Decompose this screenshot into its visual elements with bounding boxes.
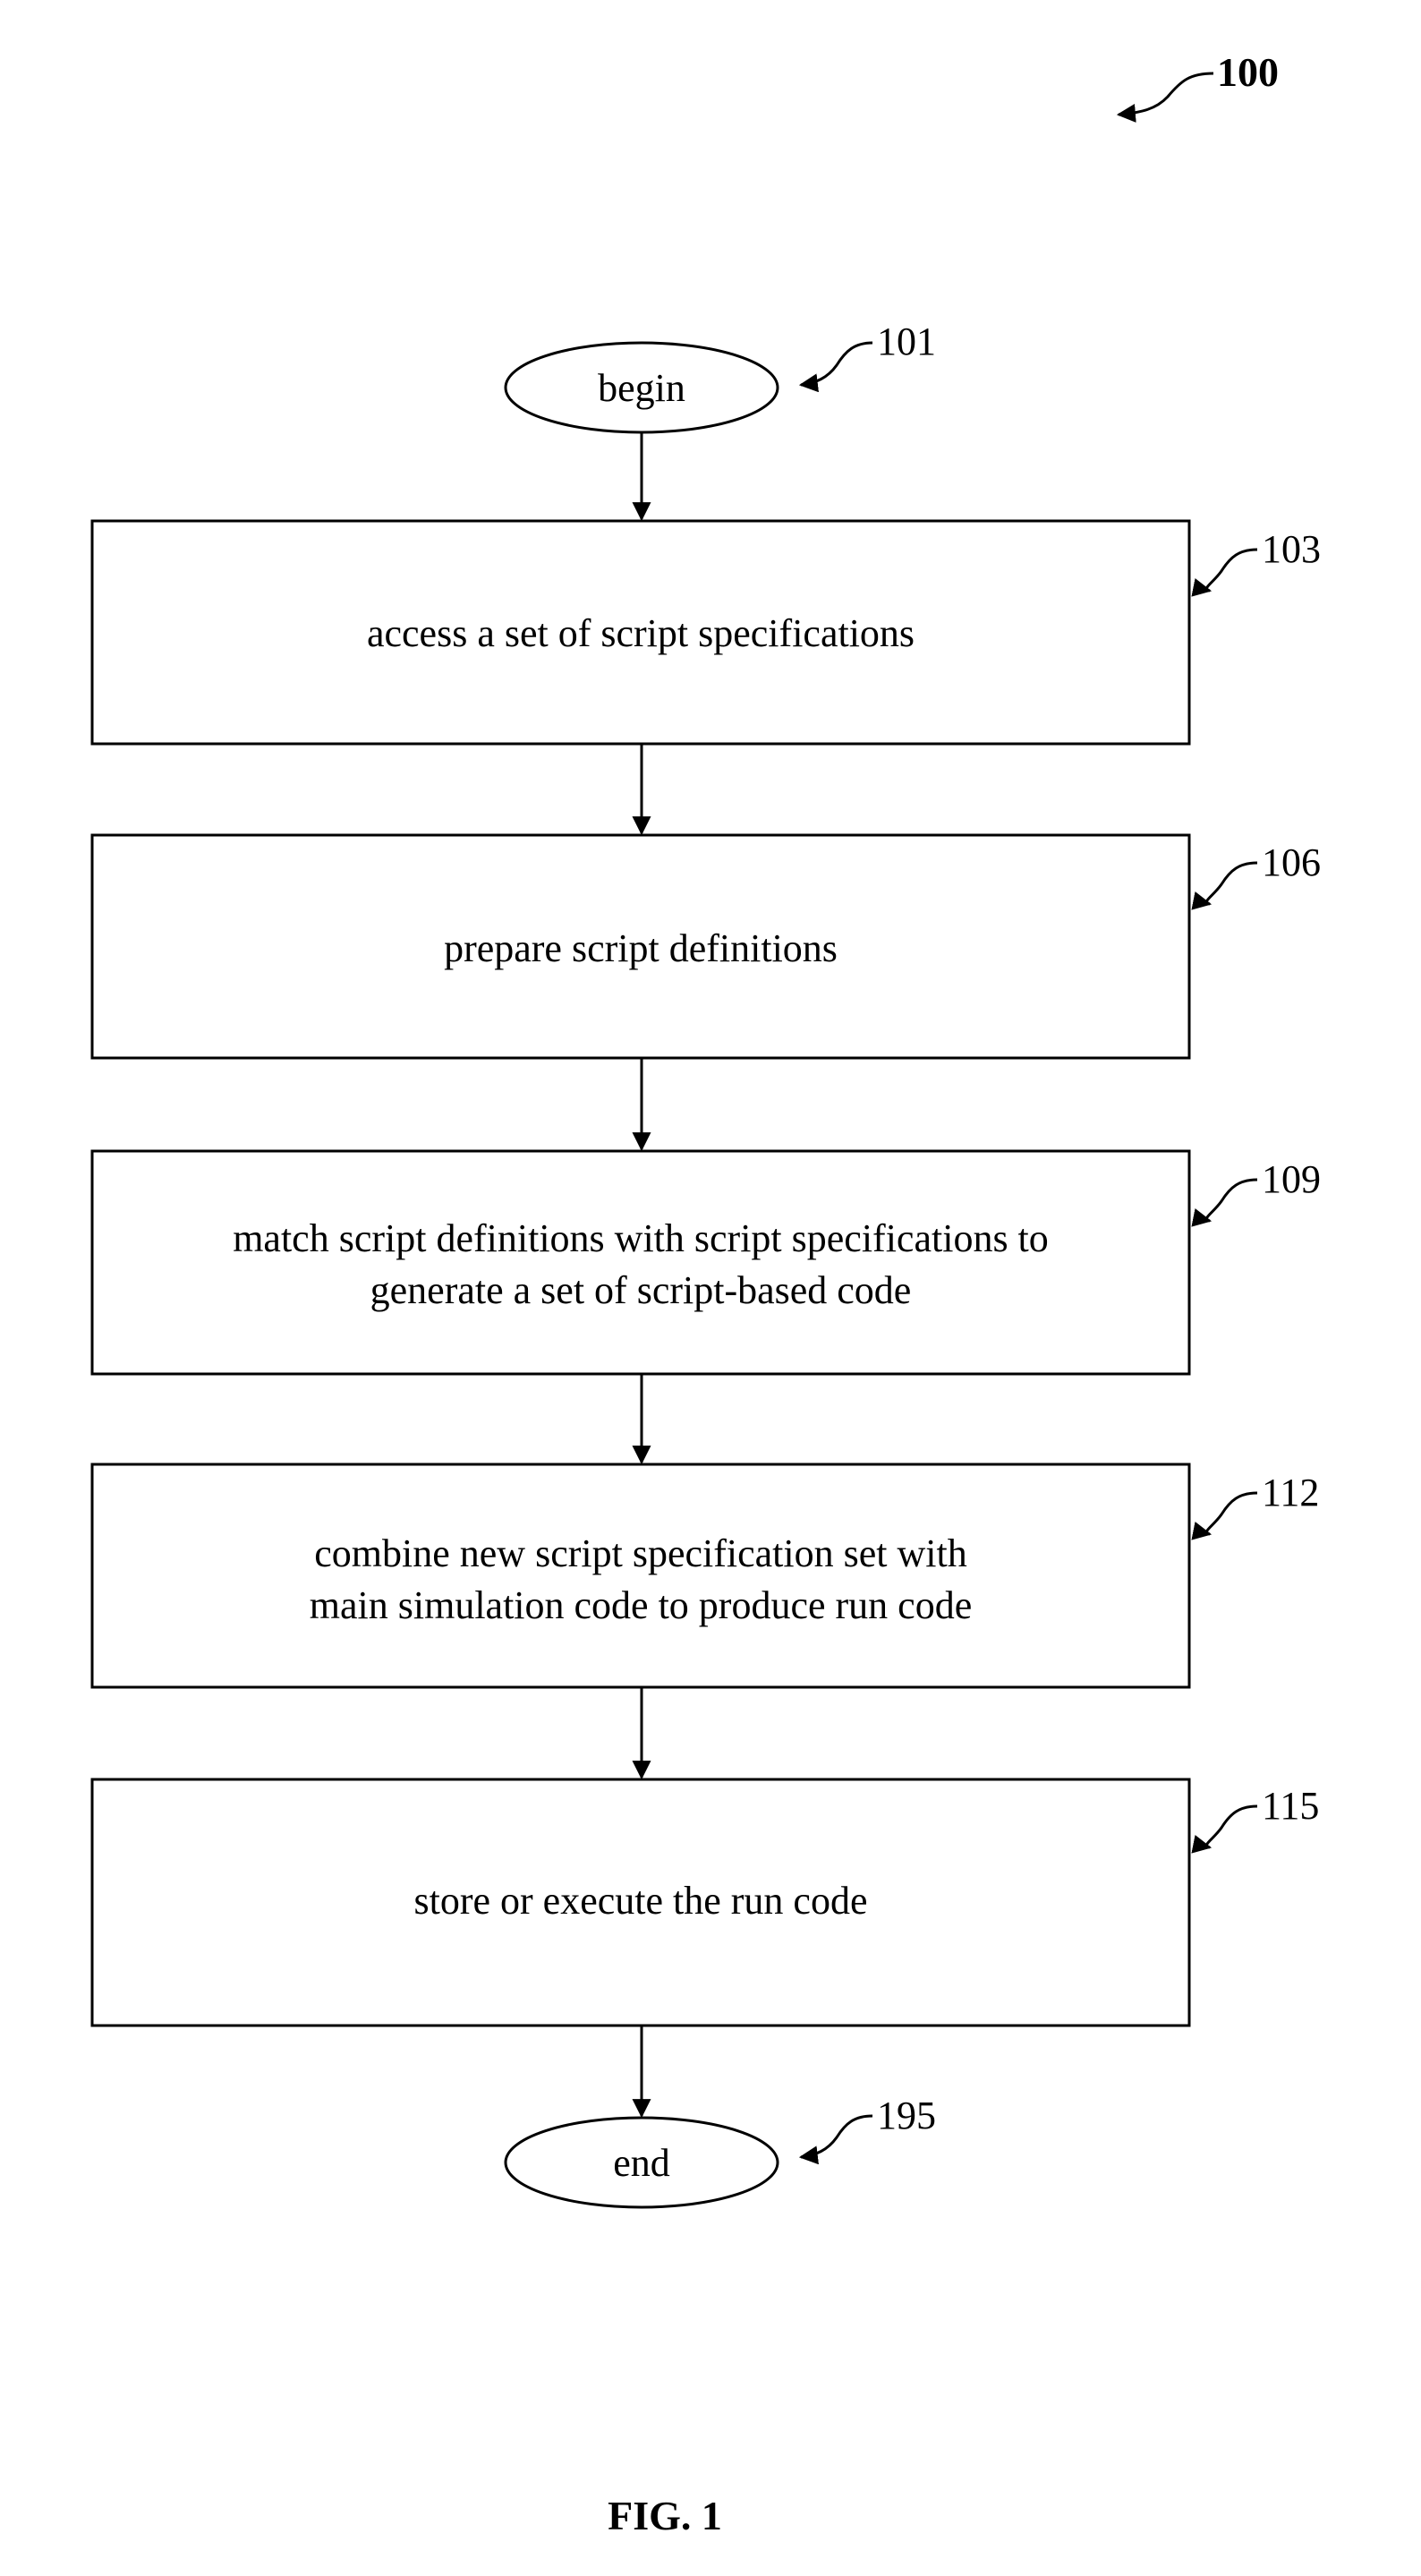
process-step-109: match script definitions with script spe…	[92, 1151, 1189, 1374]
ref-106: 106	[1206, 840, 1321, 904]
ref-109-label: 109	[1262, 1157, 1321, 1201]
process-106-line-1: prepare script definitions	[444, 926, 838, 970]
ref-109: 109	[1206, 1157, 1321, 1221]
ref-112: 112	[1206, 1471, 1319, 1534]
ref-101-leader	[801, 343, 872, 385]
process-109-line-2: generate a set of script-based code	[370, 1268, 912, 1312]
process-103-line-1: access a set of script specifications	[367, 611, 915, 655]
ref-101: 101	[801, 320, 936, 385]
figure-ref-leader	[1119, 73, 1213, 115]
process-box-109	[92, 1151, 1189, 1374]
ref-109-leader	[1206, 1180, 1257, 1221]
ref-106-label: 106	[1262, 840, 1321, 884]
ref-101-label: 101	[877, 320, 936, 363]
process-step-106: prepare script definitions	[92, 835, 1189, 1058]
process-box-112	[92, 1464, 1189, 1687]
ref-115-leader	[1206, 1806, 1257, 1847]
ref-112-leader	[1206, 1493, 1257, 1534]
ref-103-label: 103	[1262, 527, 1321, 571]
ref-106-leader	[1206, 863, 1257, 904]
ref-115: 115	[1206, 1784, 1319, 1847]
figure-ref-100: 100	[1119, 49, 1279, 115]
process-step-115: store or execute the run code	[92, 1779, 1189, 2026]
process-115-line-1: store or execute the run code	[414, 1879, 868, 1923]
process-109-line-1: match script definitions with script spe…	[233, 1216, 1049, 1260]
end-node: end	[506, 2118, 778, 2207]
start-label: begin	[598, 366, 685, 410]
process-112-line-1: combine new script specification set wit…	[314, 1531, 966, 1575]
end-label: end	[613, 2141, 670, 2185]
figure-caption: FIG. 1	[608, 2493, 722, 2538]
ref-112-label: 112	[1262, 1471, 1319, 1514]
ref-103: 103	[1206, 527, 1321, 591]
ref-195: 195	[801, 2094, 936, 2157]
process-step-112: combine new script specification set wit…	[92, 1464, 1189, 1687]
figure-number-label: 100	[1217, 49, 1279, 95]
ref-195-label: 195	[877, 2094, 936, 2137]
ref-103-leader	[1206, 550, 1257, 591]
process-112-line-2: main simulation code to produce run code	[310, 1583, 972, 1627]
start-node: begin	[506, 343, 778, 432]
process-step-103: access a set of script specifications	[92, 521, 1189, 744]
ref-115-label: 115	[1262, 1784, 1319, 1828]
ref-195-leader	[801, 2116, 872, 2157]
